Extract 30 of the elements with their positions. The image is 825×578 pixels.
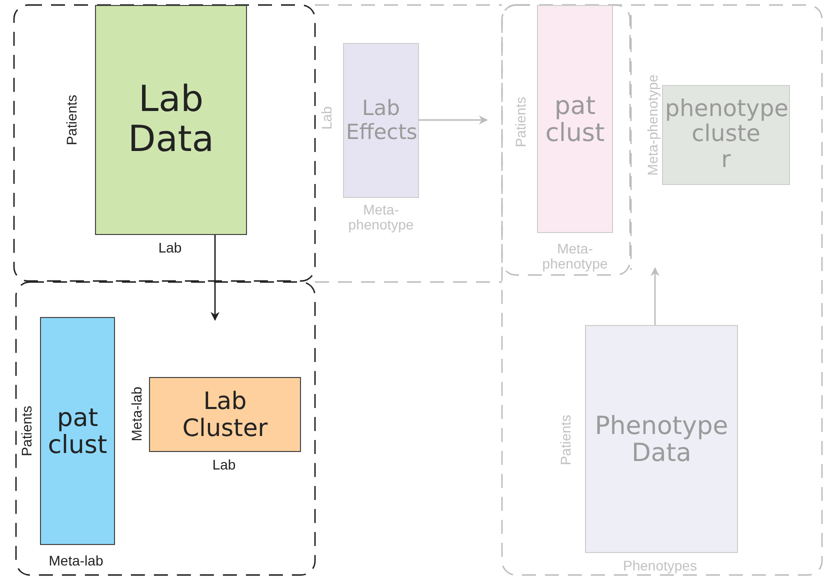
box-title: Phenotype Data (594, 412, 730, 466)
axis-label: Lab (212, 457, 236, 473)
axis-label: Patients (513, 96, 529, 148)
axis-label: Patients (558, 414, 574, 466)
axis-label: Lab (158, 240, 182, 256)
box-title: phenotype cluste r (665, 97, 787, 173)
axis-label: Meta- phenotype (347, 202, 415, 234)
axis-label: Meta-lab (129, 386, 145, 442)
axis-label: Meta-lab (48, 553, 104, 569)
matrix-box (343, 43, 419, 198)
matrix-box (662, 85, 790, 185)
matrix-box (149, 377, 301, 452)
axis-label: Meta- phenotype (541, 242, 609, 272)
box-title: Lab Effects (346, 97, 416, 144)
axis-label: Lab (319, 106, 335, 130)
box-title: pat clust (544, 92, 606, 146)
arrow (210, 235, 220, 321)
matrix-box (95, 5, 247, 235)
box-title: Lab Cluster (181, 388, 269, 441)
box-title: Lab Data (127, 80, 215, 160)
matrix-box (40, 317, 115, 545)
matrix-box (537, 5, 613, 233)
arrow (419, 116, 488, 124)
axis-label: Meta-phenotype (645, 74, 661, 176)
arrow (650, 267, 660, 325)
axis-label: Phenotypes (623, 558, 697, 574)
matrix-box (585, 325, 738, 553)
axis-label: Patients (64, 94, 80, 146)
box-title: pat clust (46, 404, 108, 458)
axis-label: Patients (19, 406, 35, 456)
